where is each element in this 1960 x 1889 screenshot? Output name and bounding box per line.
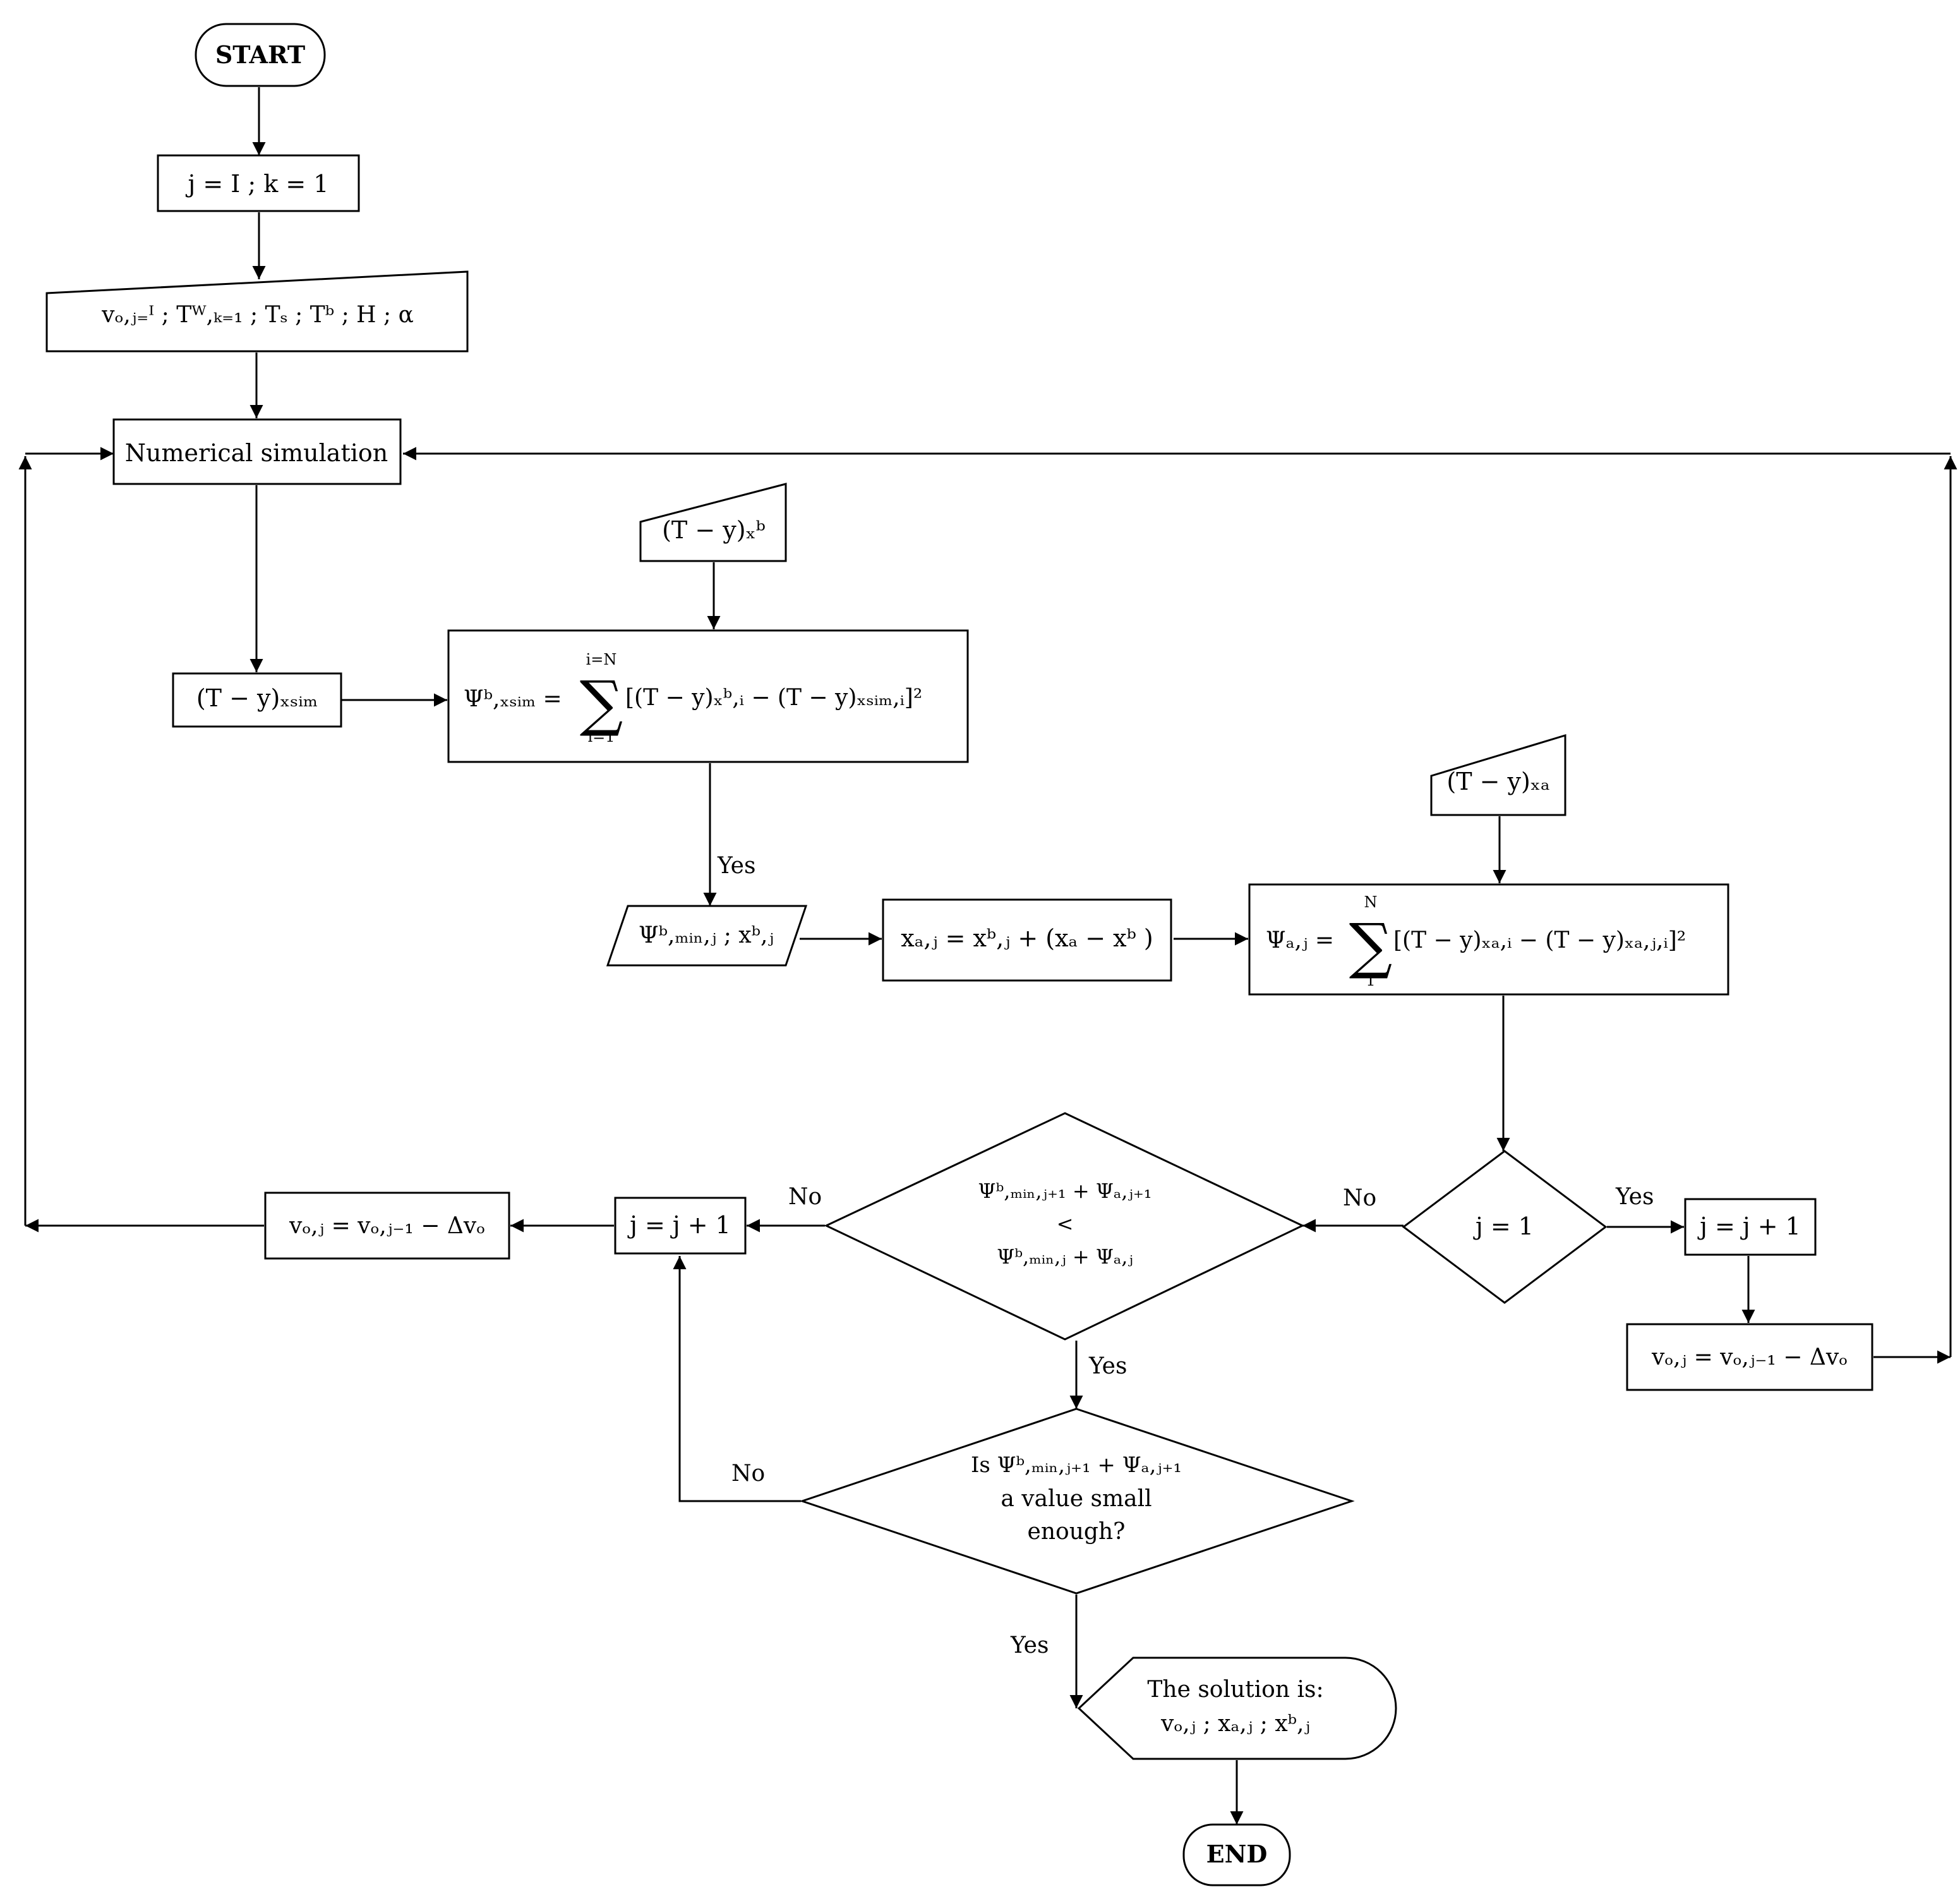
input-tyxa-manual-input: (T − y)ₓₐ bbox=[1430, 733, 1566, 816]
solution-line-1: The solution is: bbox=[1147, 1677, 1323, 1703]
decision-small-enough: Is Ψᵇ,ₘᵢₙ,ⱼ₊₁ + Ψₐ,ⱼ₊₁ a value small eno… bbox=[799, 1408, 1355, 1595]
psi-b-body: [(T − y)ₓᵇ,ᵢ − (T − y)ₓₛᵢₘ,ᵢ]² bbox=[625, 685, 922, 711]
update-velocity-left-label: vₒ,ⱼ = vₒ,ⱼ₋₁ − Δvₒ bbox=[289, 1213, 485, 1239]
increment-j-left-process: j = j + 1 bbox=[614, 1197, 747, 1255]
yes-label-psi-b: Yes bbox=[717, 853, 755, 879]
simulation-output-process: (T − y)ₓₛᵢₘ bbox=[172, 672, 342, 728]
yes-label-j1: Yes bbox=[1615, 1184, 1654, 1210]
increment-j-left-label: j = j + 1 bbox=[627, 1211, 731, 1239]
psi-a-objective-process: Ψₐ,ⱼ = N ∑ 1 [(T − y)ₓₐ,ᵢ − (T − y)ₓₐ,ⱼ,… bbox=[1248, 883, 1729, 996]
edge-labels: Yes No Yes No Yes No Yes bbox=[717, 853, 1654, 1658]
increment-j-right-label: j = j + 1 bbox=[1697, 1212, 1801, 1240]
numerical-simulation-label: Numerical simulation bbox=[125, 439, 388, 467]
input-tyxb-manual-input: (T − y)ₓᵇ bbox=[639, 483, 787, 562]
increment-j-right-process: j = j + 1 bbox=[1684, 1198, 1817, 1256]
start-terminal: START bbox=[195, 23, 326, 87]
connectors bbox=[18, 87, 1957, 1825]
xaj-process: xₐ,ⱼ = xᵇ,ⱼ + (xₐ − xᵇ ) bbox=[882, 898, 1172, 982]
psi-a-lhs: Ψₐ,ⱼ = bbox=[1266, 927, 1334, 953]
yes-label-small: Yes bbox=[1010, 1633, 1049, 1658]
decision-compare-top: Ψᵇ,ₘᵢₙ,ⱼ₊₁ + Ψₐ,ⱼ₊₁ bbox=[978, 1179, 1151, 1203]
solution-display: The solution is: vₒ,ⱼ ; xₐ,ⱼ ; xᵇ,ⱼ bbox=[1077, 1657, 1397, 1760]
decision-compare-bottom: Ψᵇ,ₘᵢₙ,ⱼ + Ψₐ,ⱼ bbox=[997, 1245, 1133, 1269]
input-parameters-label: vₒ,ⱼ₌ᴵ ; Tᵂ,ₖ₌₁ ; Tₛ ; Tᵇ ; H ; α bbox=[101, 302, 414, 328]
decision-j-equals-1: j = 1 bbox=[1402, 1150, 1608, 1304]
start-label: START bbox=[215, 40, 305, 69]
decision-j-equals-1-label: j = 1 bbox=[1473, 1212, 1534, 1240]
psi-bmin-data-output: Ψᵇ,ₘᵢₙ,ⱼ ; xᵇ,ⱼ bbox=[606, 905, 808, 967]
simulation-output-label: (T − y)ₓₛᵢₘ bbox=[196, 684, 318, 712]
psi-b-objective-process: Ψᵇ,ₓₛᵢₘ = i=N ∑ i=1 [(T − y)ₓᵇ,ᵢ − (T − … bbox=[447, 629, 969, 763]
decision-small-line-2: a value small bbox=[1001, 1486, 1151, 1512]
update-velocity-right-process: vₒ,ⱼ = vₒ,ⱼ₋₁ − Δvₒ bbox=[1626, 1323, 1873, 1391]
end-label: END bbox=[1206, 1840, 1268, 1868]
xaj-label: xₐ,ⱼ = xᵇ,ⱼ + (xₐ − xᵇ ) bbox=[901, 924, 1153, 952]
init-process: j = I ; k = 1 bbox=[157, 154, 360, 212]
end-terminal: END bbox=[1182, 1823, 1291, 1886]
decision-small-line-3: enough? bbox=[1028, 1519, 1126, 1545]
psi-bmin-label: Ψᵇ,ₘᵢₙ,ⱼ ; xᵇ,ⱼ bbox=[639, 922, 774, 948]
psi-b-sum-upper: i=N bbox=[586, 651, 617, 668]
decision-compare-mid: < bbox=[1057, 1212, 1074, 1236]
psi-a-body: [(T − y)ₓₐ,ᵢ − (T − y)ₓₐ,ⱼ,ᵢ]² bbox=[1393, 927, 1686, 953]
input-tyxb-label: (T − y)ₓᵇ bbox=[662, 516, 766, 544]
no-label-small: No bbox=[731, 1461, 765, 1487]
no-label-compare: No bbox=[788, 1184, 822, 1210]
psi-a-sum-upper: N bbox=[1364, 893, 1378, 911]
no-label-j1: No bbox=[1343, 1185, 1376, 1211]
psi-b-sum-lower: i=1 bbox=[587, 728, 615, 745]
psi-b-sigma: ∑ bbox=[580, 668, 623, 739]
psi-b-lhs: Ψᵇ,ₓₛᵢₘ = bbox=[464, 686, 562, 712]
decision-small-line-1: Is Ψᵇ,ₘᵢₙ,ⱼ₊₁ + Ψₐ,ⱼ₊₁ bbox=[971, 1452, 1182, 1478]
update-velocity-right-label: vₒ,ⱼ = vₒ,ⱼ₋₁ − Δvₒ bbox=[1651, 1344, 1848, 1370]
numerical-simulation-process: Numerical simulation bbox=[112, 418, 402, 485]
input-parameters-manual-input: vₒ,ⱼ₌ᴵ ; Tᵂ,ₖ₌₁ ; Tₛ ; Tᵇ ; H ; α bbox=[45, 270, 469, 353]
decision-compare: Ψᵇ,ₘᵢₙ,ⱼ₊₁ + Ψₐ,ⱼ₊₁ < Ψᵇ,ₘᵢₙ,ⱼ + Ψₐ,ⱼ bbox=[824, 1112, 1305, 1341]
edge-small-no-to-inc bbox=[673, 1256, 801, 1502]
update-velocity-left-process: vₒ,ⱼ = vₒ,ⱼ₋₁ − Δvₒ bbox=[264, 1192, 510, 1260]
yes-label-compare: Yes bbox=[1088, 1353, 1127, 1379]
solution-line-2: vₒ,ⱼ ; xₐ,ⱼ ; xᵇ,ⱼ bbox=[1160, 1711, 1310, 1737]
psi-a-sum-lower: 1 bbox=[1366, 972, 1375, 989]
input-tyxa-label: (T − y)ₓₐ bbox=[1446, 768, 1549, 795]
psi-a-sigma: ∑ bbox=[1349, 910, 1393, 981]
init-label: j = I ; k = 1 bbox=[186, 170, 329, 198]
